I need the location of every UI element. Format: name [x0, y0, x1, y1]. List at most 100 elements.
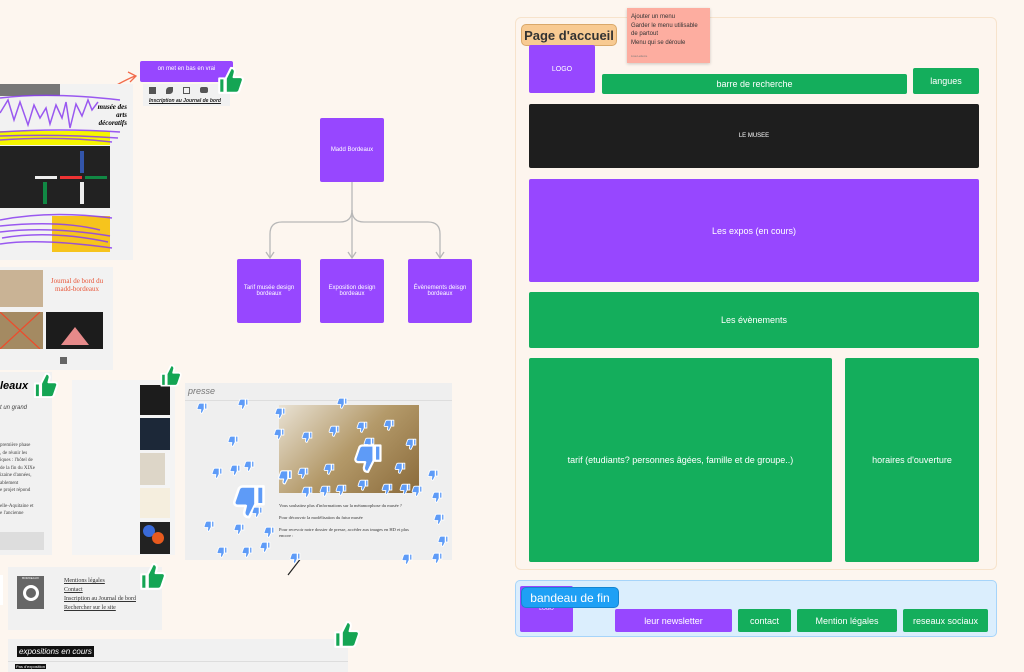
- press-screenshot[interactable]: presse Vous souhaitez plus d'information…: [185, 383, 452, 560]
- article-line: de la fin du XIXe: [0, 465, 35, 471]
- thumbs-down-icon[interactable]: [400, 552, 414, 566]
- home-title-line: musée des: [97, 103, 127, 111]
- article-line: elle-Aquitaine et: [0, 503, 34, 509]
- contact-block[interactable]: contact: [738, 609, 791, 632]
- thumbs-down-icon[interactable]: [202, 519, 216, 533]
- thumbs-down-icon[interactable]: [232, 522, 246, 536]
- bordeaux-logo: BORDEAUX: [17, 576, 44, 609]
- homepage-screenshot[interactable]: musée des arts décoratifs: [0, 84, 133, 260]
- thumbs-down-icon[interactable]: [240, 545, 254, 559]
- thumbs-down-icon[interactable]: [430, 490, 444, 504]
- thumbs-down-icon[interactable]: [236, 397, 250, 411]
- thumbs-down-icon[interactable]: [432, 512, 446, 526]
- thumbs-down-icon[interactable]: [215, 545, 229, 559]
- thumbs-down-icon[interactable]: [300, 485, 314, 499]
- thumbs-down-icon[interactable]: [258, 540, 272, 554]
- thumbs-down-icon[interactable]: [380, 482, 394, 496]
- thumbs-down-icon[interactable]: [318, 484, 332, 498]
- sticky-author: Lisa Lefevre: [631, 54, 648, 58]
- thumbs-down-icon[interactable]: [272, 427, 286, 441]
- journal-title: Journal de bord du madd-bordeaux: [50, 277, 104, 293]
- newsletter-link[interactable]: Inscription au Journal de bord: [149, 98, 221, 104]
- agenda-screenshot[interactable]: [72, 380, 175, 555]
- museum-block[interactable]: LE MUSEE: [529, 104, 979, 168]
- thumbs-down-icon[interactable]: [327, 424, 341, 438]
- thumbs-down-icon[interactable]: [228, 463, 242, 477]
- sticky-line: Ajouter un menu: [631, 14, 676, 20]
- sitemap-root[interactable]: Madd Bordeaux: [320, 118, 384, 182]
- article-line: première phase: [0, 443, 31, 448]
- exhibitions-screenshot[interactable]: expositions en cours Pas d'exposition: [8, 639, 348, 672]
- thumbs-down-icon[interactable]: [276, 468, 294, 486]
- exhibitions-block[interactable]: Les expos (en cours): [529, 179, 979, 282]
- thumbs-down-icon[interactable]: [195, 401, 209, 415]
- thumbs-down-icon[interactable]: [322, 462, 336, 476]
- thumbs-up-icon[interactable]: [214, 64, 248, 98]
- thumbs-up-icon[interactable]: [330, 618, 364, 652]
- youtube-icon: [200, 87, 208, 93]
- thumbs-up-icon[interactable]: [136, 560, 170, 594]
- thumbs-down-icon[interactable]: [393, 461, 407, 475]
- thumbs-down-icon[interactable]: [426, 468, 440, 482]
- thumbs-up-icon[interactable]: [157, 362, 185, 390]
- events-block[interactable]: Les évènements: [529, 292, 979, 348]
- thumbs-down-icon[interactable]: [398, 482, 412, 496]
- thumbs-down-icon[interactable]: [382, 418, 396, 432]
- press-text: Vous souhaitez plus d'informations sur l…: [279, 503, 402, 508]
- languages-block[interactable]: langues: [913, 68, 979, 94]
- thumbs-down-icon[interactable]: [296, 466, 310, 480]
- press-text: Pour découvrir la modélisation du futur …: [279, 515, 363, 520]
- thumbs-down-icon[interactable]: [430, 551, 444, 565]
- thumbs-down-icon[interactable]: [335, 396, 349, 410]
- thumbs-down-icon[interactable]: [410, 484, 424, 498]
- thumbs-down-icon[interactable]: [228, 480, 270, 522]
- thumbs-down-icon[interactable]: [273, 406, 287, 420]
- sitemap-child-evenements[interactable]: Évènements deisgn bordeaux: [408, 259, 472, 323]
- thumbs-down-icon[interactable]: [210, 466, 224, 480]
- social-icons: [149, 87, 208, 94]
- footer-screenshot[interactable]: BORDEAUX Mentions légales Contact Inscri…: [8, 567, 162, 630]
- thumbs-down-icon[interactable]: [436, 534, 450, 548]
- thumbs-down-icon[interactable]: [250, 505, 264, 519]
- thumbs-down-icon[interactable]: [242, 459, 256, 473]
- press-title: presse: [188, 386, 216, 396]
- thumbs-down-icon[interactable]: [350, 440, 386, 476]
- social-block[interactable]: reseaux sociaux: [903, 609, 988, 632]
- footer-link-contact[interactable]: Contact: [64, 587, 83, 593]
- frame-tag-page-accueil[interactable]: Page d'accueil: [521, 24, 617, 46]
- red-cross: [0, 312, 41, 349]
- thumbs-up-icon[interactable]: [30, 370, 62, 402]
- exhibitions-sub: Pas d'exposition: [15, 664, 47, 669]
- hours-block[interactable]: horaires d'ouverture: [845, 358, 979, 562]
- sticky-note[interactable]: Ajouter un menu Garder le menu utilisabl…: [627, 8, 710, 63]
- article-sub: t un grand: [0, 405, 28, 411]
- footer-link-journal[interactable]: Inscription au Journal de bord: [64, 596, 136, 602]
- home-title-line: arts: [116, 111, 127, 119]
- thumbs-down-icon[interactable]: [355, 420, 369, 434]
- thumbs-down-icon[interactable]: [262, 525, 276, 539]
- sitemap-child-exposition[interactable]: Exposition design bordeaux: [320, 259, 384, 323]
- thumbs-down-icon[interactable]: [226, 434, 240, 448]
- thumbs-down-icon[interactable]: [404, 437, 418, 451]
- footer-link-legal[interactable]: Mentions légales: [64, 578, 105, 584]
- press-text: Pour recevoir notre dossier de presse, a…: [279, 527, 409, 538]
- frame-tag-bandeau-de-fin[interactable]: bandeau de fin: [521, 587, 619, 608]
- sitemap-child-tarif[interactable]: Tarif musée design bordeaux: [237, 259, 301, 323]
- thumbs-down-icon[interactable]: [334, 483, 348, 497]
- footer-link-search[interactable]: Rechercher sur le site: [64, 605, 116, 611]
- article-line: iques : l'hôtel de: [0, 458, 33, 463]
- journal-screenshot[interactable]: Journal de bord du madd-bordeaux: [0, 267, 113, 370]
- thumbs-down-icon[interactable]: [356, 478, 370, 492]
- article-line: , de réunir les: [0, 450, 28, 456]
- article-line: izaine d'années,: [0, 473, 32, 478]
- move-down-note[interactable]: on met en bas en vrai: [140, 61, 233, 82]
- logo-block[interactable]: LOGO: [529, 45, 595, 93]
- thumbs-down-icon[interactable]: [288, 551, 302, 565]
- legal-block[interactable]: Mention légales: [797, 609, 897, 632]
- thumbs-down-icon[interactable]: [300, 430, 314, 444]
- social-links-panel[interactable]: Inscription au Journal de bord: [143, 84, 230, 106]
- search-bar-block[interactable]: barre de recherche: [602, 74, 907, 94]
- article-screenshot[interactable]: leaux t un grand première phase, de réun…: [0, 372, 52, 555]
- newsletter-block[interactable]: leur newsletter: [615, 609, 732, 632]
- pricing-block[interactable]: tarif (etudiants? personnes âgées, famil…: [529, 358, 832, 562]
